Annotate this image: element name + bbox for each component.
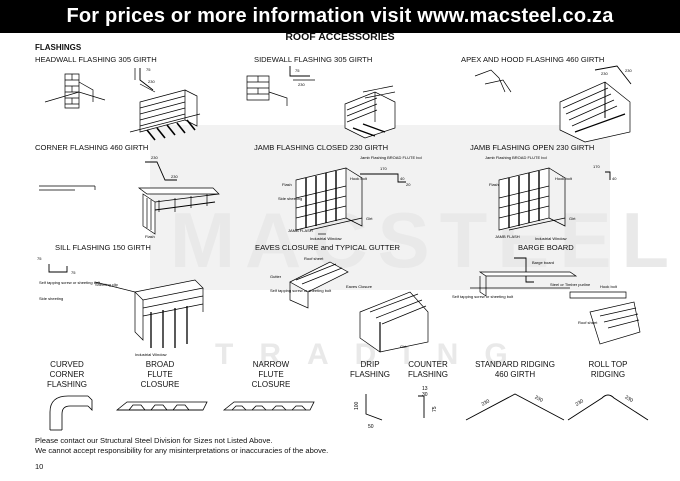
label-broad: BROAD FLUTE CLOSURE (140, 360, 180, 389)
jamb-open-diagram: Jamb Flashing BROAD FLUTE bol 170 40 Fla… (485, 155, 617, 241)
title-jamb-open: JAMB FLASHING OPEN 230 GIRTH (470, 143, 595, 152)
eaves-gutter: Gutter (270, 274, 282, 279)
jamb-open-hookbolt: Hook bolt (555, 176, 573, 181)
sill-window: Industrial Window (135, 352, 167, 357)
jamb-open-window: Industrial Window (535, 236, 567, 241)
drip-dim-2: 50 (368, 424, 374, 430)
sidewall-diagram: 75 230 (235, 62, 415, 142)
apex-diagram: 230 230 (445, 62, 632, 142)
title-apex: APEX AND HOOD FLASHING 460 GIRTH (461, 55, 605, 64)
label-standard: STANDARD RIDGING 460 GIRTH (475, 360, 555, 379)
jamb-closed-dim-2: 40 (400, 176, 405, 181)
barge-selftap: Self tapping screw or sheeting bolt (452, 294, 514, 299)
corner-dim-2: 230 (171, 174, 178, 179)
jamb-open-dim-2: 40 (612, 176, 617, 181)
barge-timber: Steel or Timber purline (550, 282, 591, 287)
jamb-open-girt: Girt (569, 216, 576, 221)
sill-selftap: Self tapping screw or sheeting bolt (39, 280, 101, 285)
counter-dim-1: 13 (422, 386, 428, 392)
jamb-closed-dim-3: 20 (406, 182, 411, 187)
jamb-closed-hookbolt: Hook bolt (350, 176, 368, 181)
broad-flute-drawing (115, 398, 210, 416)
apex-dim-2: 230 (601, 71, 608, 76)
apex-dim-1: 230 (625, 68, 632, 73)
barge-board: Barge board (532, 260, 554, 265)
eaves-girt: Girt (400, 344, 407, 349)
jamb-closed-window: Industrial Window (310, 236, 342, 241)
barge-roofsheet: Roof sheet (578, 320, 598, 325)
narrow-flute-drawing (222, 398, 317, 416)
eaves-closure: Eaves Closure (346, 284, 373, 289)
header-banner: For prices or more information visit www… (0, 0, 680, 33)
curved-corner-drawing (40, 392, 100, 432)
watermark-logo: MACSTEEL (170, 196, 679, 284)
title-headwall: HEADWALL FLASHING 305 GIRTH (35, 55, 157, 64)
barge-hookbolt: Hook bolt (600, 284, 618, 289)
jamb-closed-jambflash: JAMB FLASH (288, 228, 313, 233)
eaves-roofsheet: Roof sheet (304, 256, 324, 261)
page-number: 10 (35, 462, 44, 471)
corner-dim-1: 230 (151, 155, 158, 160)
title-corner: CORNER FLASHING 460 GIRTH (35, 143, 149, 152)
jamb-open-callout: Jamb Flashing BROAD FLUTE bol (485, 155, 547, 160)
rolltop-dim-1: 230 (574, 398, 584, 408)
eaves-selftap: Self tapping screw or sheeting bolt (270, 288, 332, 293)
jamb-open-jambflash: JAMB FLASH (495, 234, 520, 239)
title-jamb-closed: JAMB FLASHING CLOSED 230 GIRTH (254, 143, 389, 152)
corner-diagram: 230 230 Flash (35, 155, 235, 239)
rolltop-dim-2: 230 (624, 394, 634, 404)
label-curved: CURVED CORNER FLASHING (46, 360, 87, 389)
sill-clip: Sheeting clip (95, 282, 119, 287)
page-title: ROOF ACCESSORIES (285, 31, 395, 43)
note-contact: Please contact our Structural Steel Divi… (35, 436, 273, 445)
corner-callout-flash: Flash (145, 234, 155, 239)
label-drip: DRIP FLASHING (349, 360, 390, 379)
jamb-closed-flash: Flash (282, 182, 292, 187)
note-disclaimer: We cannot accept responsibility for any … (35, 446, 329, 455)
roll-top-ridging-drawing: 230 230 (562, 394, 657, 424)
watermark-trading: TRADING (215, 338, 534, 371)
headwall-diagram: 75 230 (35, 67, 235, 142)
title-eaves: EAVES CLOSURE and TYPICAL GUTTER (255, 243, 401, 252)
counter-dim-3: 75 (432, 406, 438, 412)
sill-side: Side sheeting (39, 296, 63, 301)
label-narrow: NARROW FLUTE CLOSURE (251, 360, 291, 389)
sill-dim-2: 75 (71, 270, 76, 275)
counter-flashing-drawing: 13 30 75 (412, 386, 438, 424)
drip-flashing-drawing: 100 50 (354, 390, 392, 430)
counter-dim-2: 30 (422, 392, 428, 398)
sidewall-dim-2: 230 (298, 82, 305, 87)
standard-ridging-drawing: 230 230 (460, 390, 570, 424)
barge-diagram: Barge board Self tapping screw or sheeti… (452, 252, 650, 360)
jamb-open-flash: Flash (489, 182, 499, 187)
jamb-closed-dim-1: 170 (380, 166, 387, 171)
jamb-open-dim-1: 170 (593, 164, 600, 169)
sidewall-dim-1: 75 (295, 68, 300, 73)
label-rolltop: ROLL TOP RIDGING (588, 360, 628, 379)
ridging-dim-1: 230 (481, 398, 491, 407)
drip-dim-1: 100 (354, 401, 360, 410)
label-counter: COUNTER FLASHING (407, 360, 448, 379)
jamb-closed-girt: Girt (366, 216, 373, 221)
eaves-diagram: Roof sheet Gutter Eaves Closure Self tap… (270, 256, 450, 360)
sill-dim-1: 75 (37, 256, 42, 261)
headwall-dim-2: 230 (148, 79, 155, 84)
jamb-closed-callout: Jamb Flashing BROAD FLUTE bol (360, 155, 422, 160)
section-heading: FLASHINGS (35, 43, 82, 52)
jamb-closed-diagram: Jamb Flashing BROAD FLUTE bol 170 40 20 … (278, 155, 422, 241)
title-barge: BARGE BOARD (518, 243, 574, 252)
title-sidewall: SIDEWALL FLASHING 305 GIRTH (254, 55, 373, 64)
title-sill: SILL FLASHING 150 GIRTH (55, 243, 151, 252)
jamb-closed-side: Side sheeting (278, 196, 302, 201)
ridging-dim-2: 230 (534, 395, 544, 404)
headwall-dim-1: 75 (146, 67, 151, 72)
sill-diagram: 75 75 Self tapping screw or sheeting bol… (37, 256, 235, 357)
